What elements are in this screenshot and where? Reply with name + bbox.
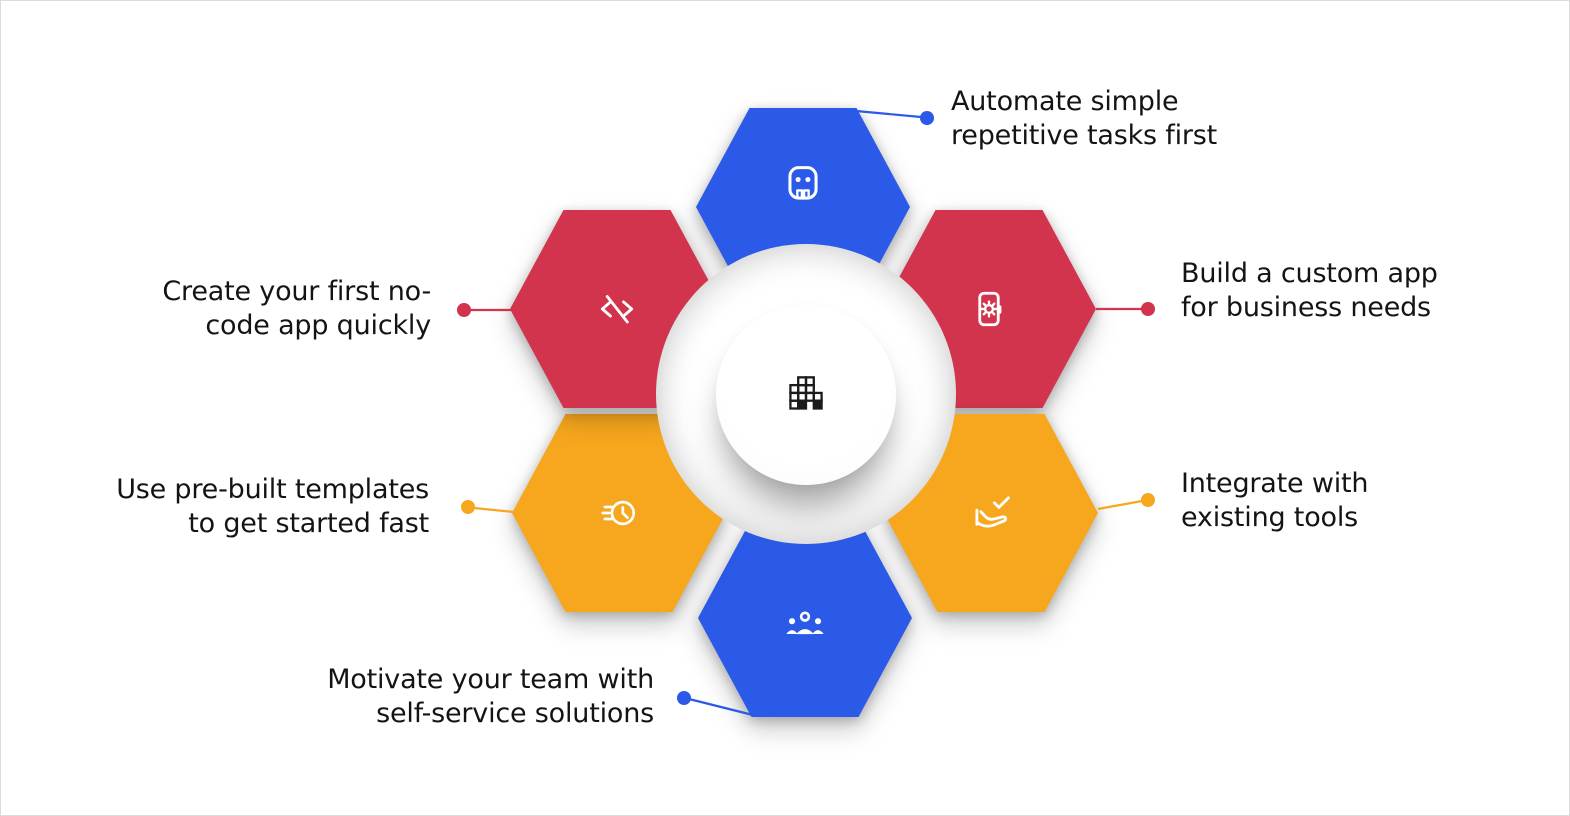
connector-dot-templates (461, 500, 475, 514)
label-motivate-team: Motivate your team with self-service sol… (327, 663, 654, 731)
label-automate: Automate simple repetitive tasks first (951, 85, 1217, 153)
label-automate-line1: Automate simple (951, 86, 1179, 117)
label-build-custom-app: Build a custom app for business needs (1181, 257, 1438, 325)
connector-dot-build-custom-app (1141, 302, 1155, 316)
label-motivate-team-line1: Motivate your team with (327, 664, 654, 695)
no-code-icon (600, 295, 634, 324)
label-no-code-app: Create your first no- code app quickly (162, 275, 431, 343)
label-automate-line2: repetitive tasks first (951, 120, 1218, 151)
hand-check-icon (975, 496, 1010, 528)
label-integrate: Integrate with existing tools (1181, 467, 1369, 535)
connector-dot-automate (920, 111, 934, 125)
center-circle (716, 305, 896, 485)
robot-icon (788, 166, 818, 200)
label-templates: Use pre-built templates to get started f… (116, 473, 429, 541)
hexagon-motivate-team (698, 519, 912, 717)
label-build-custom-app-line1: Build a custom app (1181, 258, 1438, 289)
connector-templates (473, 506, 515, 514)
connector-dot-no-code-app (457, 303, 471, 317)
label-templates-line1: Use pre-built templates (116, 474, 429, 505)
building-blocks-icon (789, 376, 823, 410)
label-no-code-app-line2: code app quickly (205, 310, 431, 341)
mobile-app-gear-icon (978, 291, 1002, 327)
label-integrate-line1: Integrate with (1181, 468, 1369, 499)
connector-dot-integrate (1141, 493, 1155, 507)
label-no-code-app-line1: Create your first no- (162, 276, 431, 307)
connector-dot-motivate-team (677, 691, 691, 705)
label-templates-line2: to get started fast (188, 508, 429, 539)
label-integrate-line2: existing tools (1181, 502, 1358, 533)
label-build-custom-app-line2: for business needs (1181, 292, 1431, 323)
speed-clock-icon (601, 500, 636, 526)
label-motivate-team-line2: self-service solutions (376, 698, 654, 729)
team-icon (786, 611, 824, 635)
connector-integrate (1097, 499, 1143, 511)
hexagon-motivate-team-shape (698, 519, 912, 717)
